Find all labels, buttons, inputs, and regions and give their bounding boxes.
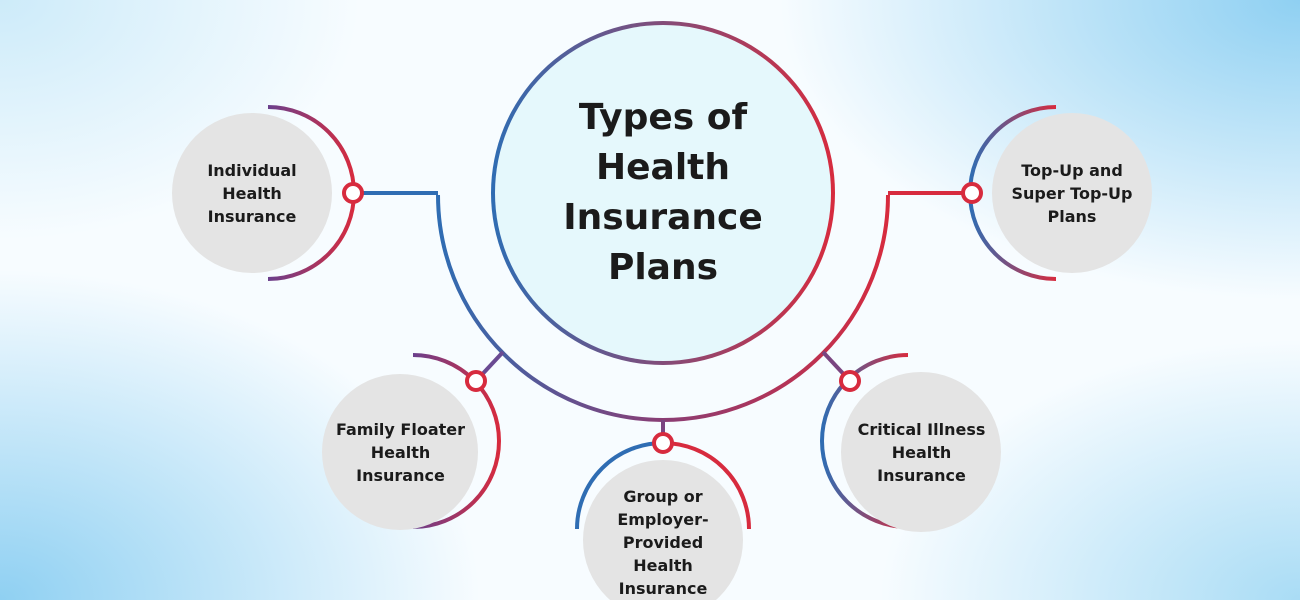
- node-label-group: Group or Employer-Provided Health Insura…: [617, 487, 709, 598]
- connector-dot-critical: [839, 370, 861, 392]
- node-family: [322, 353, 501, 530]
- center-circle-fill: [495, 25, 831, 361]
- node-critical: [820, 353, 1001, 532]
- diagram-title: Types of Health Insurance Plans: [563, 97, 763, 288]
- node-label-critical: Critical Illness Health Insurance: [857, 419, 986, 485]
- connector-dot-topup: [961, 182, 983, 204]
- node-group: [575, 441, 751, 600]
- node-label-family: Family Floater Health Insurance: [335, 419, 466, 485]
- connector-arc: [436, 194, 890, 422]
- node-label-topup: Top-Up and Super Top-Up Plans: [1011, 160, 1133, 226]
- connector-dot-individual: [342, 182, 364, 204]
- node-label-individual: Individual Health Insurance: [207, 160, 297, 226]
- connector-dot-family: [465, 370, 487, 392]
- connector-dot-group: [652, 432, 674, 454]
